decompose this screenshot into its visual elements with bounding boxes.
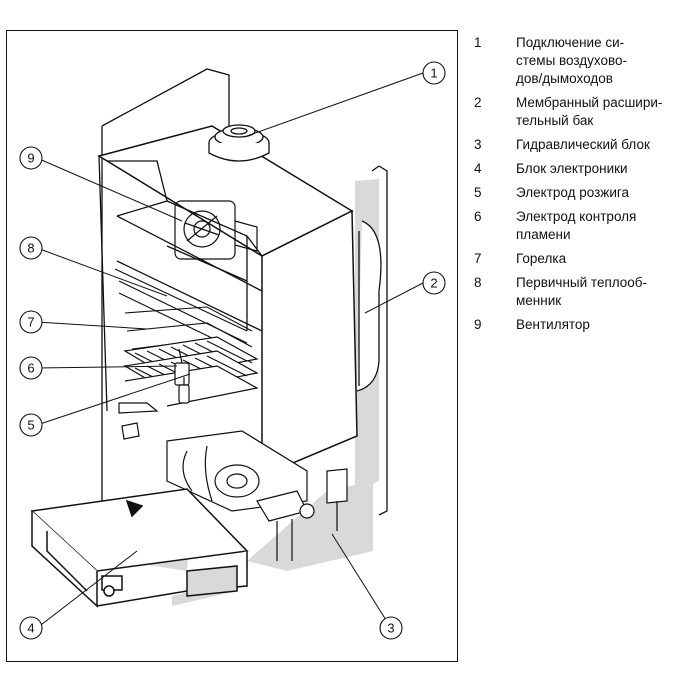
svg-text:4: 4 (27, 621, 34, 636)
legend-item-6: 6 Электрод контроля пламени (474, 208, 696, 244)
legend-text: Подключение си- стемы воздухово- дов/дым… (516, 35, 628, 86)
callout-markers: 1 2 3 4 5 6 7 (19, 61, 446, 640)
legend-text: Электрод контроля пламени (516, 209, 637, 242)
legend-number: 9 (474, 317, 482, 332)
electrodes (118, 348, 190, 440)
svg-text:2: 2 (430, 276, 437, 291)
legend-text: Горелка (516, 251, 567, 266)
legend-number: 4 (474, 161, 482, 176)
callout-4: 4 (19, 616, 43, 640)
callout-9: 9 (19, 146, 43, 170)
legend-text: Первичный теплооб- менник (516, 275, 648, 308)
svg-text:5: 5 (27, 418, 34, 433)
svg-text:8: 8 (27, 241, 34, 256)
svg-text:3: 3 (387, 621, 394, 636)
boiler-illustration: 1 2 3 4 5 6 7 (19, 61, 446, 640)
expansion-vessel (356, 220, 382, 392)
legend-text: Вентилятор (516, 317, 590, 332)
callout-1: 1 (422, 61, 446, 85)
legend-number: 7 (474, 251, 482, 266)
callout-8: 8 (19, 236, 43, 260)
svg-text:1: 1 (430, 66, 437, 81)
legend-text: Гидравлический блок (516, 137, 650, 152)
callout-2: 2 (422, 271, 446, 295)
leader-lines (36, 72, 424, 629)
legend-text: Электрод розжига (516, 185, 629, 200)
legend-number: 6 (474, 209, 482, 224)
fan-assembly (174, 200, 258, 260)
svg-text:9: 9 (27, 151, 34, 166)
callout-3: 3 (379, 616, 403, 640)
legend-item-3: 3 Гидравлический блок (474, 136, 696, 154)
legend-item-9: 9 Вентилятор (474, 316, 696, 334)
boiler-diagram-frame: 1 2 3 4 5 6 7 (6, 30, 458, 662)
legend-text: Блок электроники (516, 161, 628, 176)
mounting-frame (101, 68, 388, 516)
legend-item-8: 8 Первичный теплооб- менник (474, 274, 696, 310)
legend-item-7: 7 Горелка (474, 250, 696, 268)
callout-6: 6 (19, 356, 43, 380)
svg-text:6: 6 (27, 361, 34, 376)
legend-item-5: 5 Электрод розжига (474, 184, 696, 202)
legend-number: 5 (474, 185, 482, 200)
parts-legend: 1 Подключение си- стемы воздухово- дов/д… (474, 34, 696, 340)
callout-7: 7 (19, 310, 43, 334)
legend-item-4: 4 Блок электроники (474, 160, 696, 178)
legend-number: 2 (474, 95, 482, 110)
boiler-casing (97, 125, 358, 478)
legend-number: 3 (474, 137, 482, 152)
flue-connection (208, 124, 270, 162)
svg-text:7: 7 (27, 315, 34, 330)
legend-text: Мембранный расшири- тельный бак (516, 95, 663, 128)
hydraulic-block (166, 430, 348, 561)
electronics-box (30, 488, 249, 608)
legend-number: 8 (474, 275, 482, 290)
legend-item-2: 2 Мембранный расшири- тельный бак (474, 94, 696, 130)
callout-5: 5 (19, 413, 43, 437)
legend-number: 1 (474, 35, 482, 50)
legend-item-1: 1 Подключение си- стемы воздухово- дов/д… (474, 34, 696, 88)
